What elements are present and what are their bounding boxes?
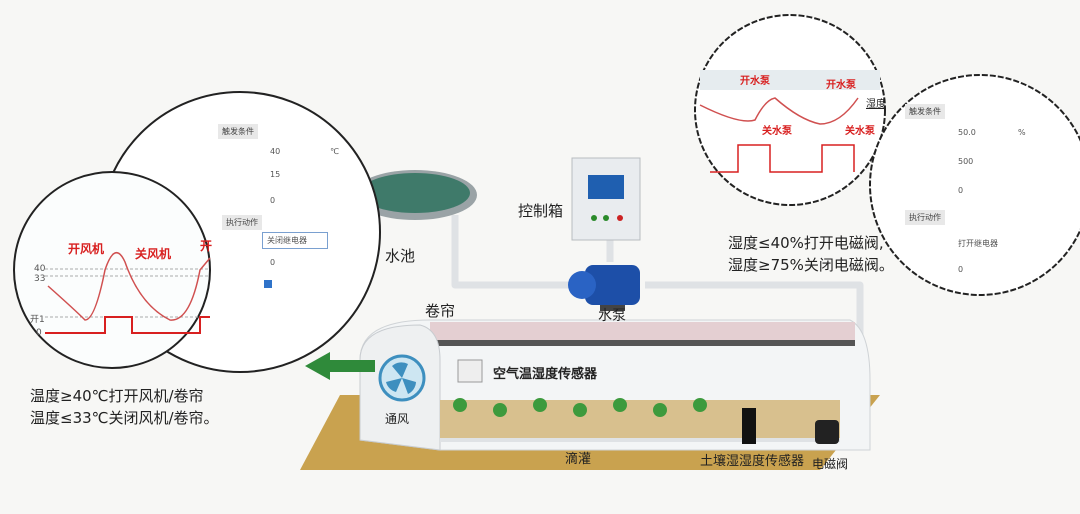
ventilation-label: 通风 <box>385 412 410 426</box>
air-sensor-label: 空气温湿度传感器 <box>493 367 598 382</box>
action-mode-select[interactable]: 关闭继电器 <box>262 232 328 249</box>
delay-value[interactable]: 0 <box>270 258 276 267</box>
humidity-curve <box>699 97 859 125</box>
right-caption: 湿度≤40%打开电磁阀, 湿度≥75%关闭电磁阀。 <box>728 232 894 276</box>
other-value[interactable]: 0 <box>270 196 276 205</box>
air-sensor <box>457 359 483 383</box>
temperature-curve <box>47 252 211 321</box>
left-chart-magnifier <box>13 91 381 373</box>
right-caption-line: 湿度≤40%打开电磁阀, <box>728 234 884 252</box>
y-tick: 40 <box>34 264 46 274</box>
pump-label: 水泵 <box>598 308 626 324</box>
greenhouse <box>359 319 871 451</box>
left-caption: 温度≥40℃打开风机/卷帘 温度≤33℃关闭风机/卷帘。 <box>30 385 219 429</box>
panel-section-header: 触发条件 <box>218 124 258 139</box>
control-box-label: 控制箱 <box>518 202 564 220</box>
chart-annotation: 开风机 <box>68 242 105 256</box>
valve-state-line <box>710 144 855 173</box>
chart-annotation: 开水泵 <box>740 76 770 87</box>
control-box <box>571 157 641 241</box>
drip-label: 滴灌 <box>565 452 592 467</box>
panel-section-header: 执行动作 <box>905 210 945 225</box>
chart-annotation: 开水泵 <box>826 80 856 91</box>
chart-annotation: 关风机 <box>135 247 172 261</box>
fan-state-line <box>45 316 210 334</box>
threshold-value[interactable]: 40 <box>270 147 281 156</box>
plants <box>453 398 707 417</box>
panel-section-header: 触发条件 <box>905 104 945 119</box>
stable-time-value[interactable]: 500 <box>958 157 974 166</box>
y-tick: 开1 <box>30 315 45 325</box>
water-pump <box>568 265 640 311</box>
solenoid-valve <box>815 420 839 444</box>
chart-annotation: 开 <box>200 239 213 253</box>
stable-time-value[interactable]: 15 <box>270 170 281 179</box>
left-caption-line: 温度≥40℃打开风机/卷帘 <box>30 387 204 405</box>
soil-sensor <box>742 408 756 444</box>
right-caption-line: 湿度≥75%关闭电磁阀。 <box>728 256 894 274</box>
y-tick: 33 <box>34 274 46 284</box>
series-label: 湿度 <box>866 99 886 110</box>
threshold-value[interactable]: 50.0 <box>958 128 976 137</box>
curtain-label: 卷帘 <box>425 302 456 320</box>
threshold-unit: % <box>1018 128 1026 137</box>
other-value[interactable]: 0 <box>958 186 964 195</box>
left-caption-line: 温度≤33℃关闭风机/卷帘。 <box>30 409 219 427</box>
checkbox-checked[interactable] <box>264 280 272 288</box>
soil-sensor-label: 土壤湿湿度传感器 <box>700 454 805 469</box>
water-pool <box>353 170 477 220</box>
delay-value[interactable]: 0 <box>958 265 964 274</box>
right-chart-magnifier <box>694 14 1080 296</box>
threshold-unit: ℃ <box>330 147 339 156</box>
y-tick: 0 <box>36 328 42 338</box>
chart-annotation: 关水泵 <box>762 126 792 137</box>
valve-label: 电磁阀 <box>812 457 849 471</box>
panel-section-header: 执行动作 <box>222 215 262 230</box>
fan-icon <box>378 354 426 402</box>
action-mode-select[interactable]: 打开继电器 <box>958 239 998 248</box>
airflow-arrow-icon <box>305 352 375 380</box>
pool-label: 水池 <box>385 247 416 265</box>
chart-annotation: 关水泵 <box>845 126 875 137</box>
